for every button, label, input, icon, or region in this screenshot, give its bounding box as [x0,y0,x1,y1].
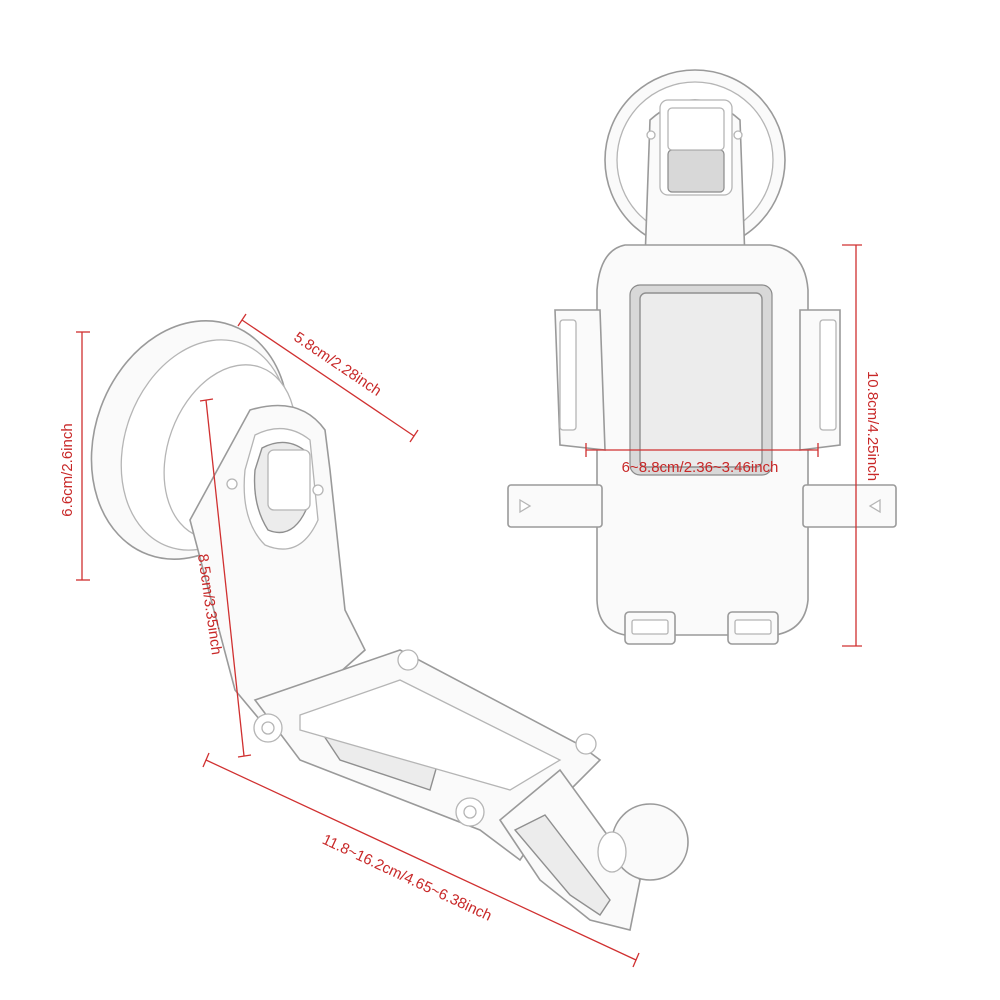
dimension-clamp-width: 6~8.8cm/2.36~3.46inch [585,443,819,476]
dimension-extension-length-label: 11.8~16.2cm/4.65~6.38inch [320,831,495,925]
dimension-cup-height-label: 6.6cm/2.6inch [59,423,76,516]
mount-side-view [90,320,689,931]
dimension-cup-diameter-label: 5.8cm/2.28inch [291,329,385,400]
vertical-arm-drawing [189,404,366,722]
holder-suction-cup-drawing [604,69,786,261]
extension-arm-drawing [253,649,602,862]
dimension-holder-height-label: 10.8cm/4.25inch [864,371,881,481]
holder-front-view [507,69,897,645]
dimension-clamp-width-label: 6~8.8cm/2.36~3.46inch [622,459,779,476]
dimension-holder-height: 10.8cm/4.25inch [842,244,881,647]
ball-head-drawing [498,768,689,931]
dimension-cup-height: 6.6cm/2.6inch [59,331,90,581]
holder-body-drawing [507,244,897,645]
